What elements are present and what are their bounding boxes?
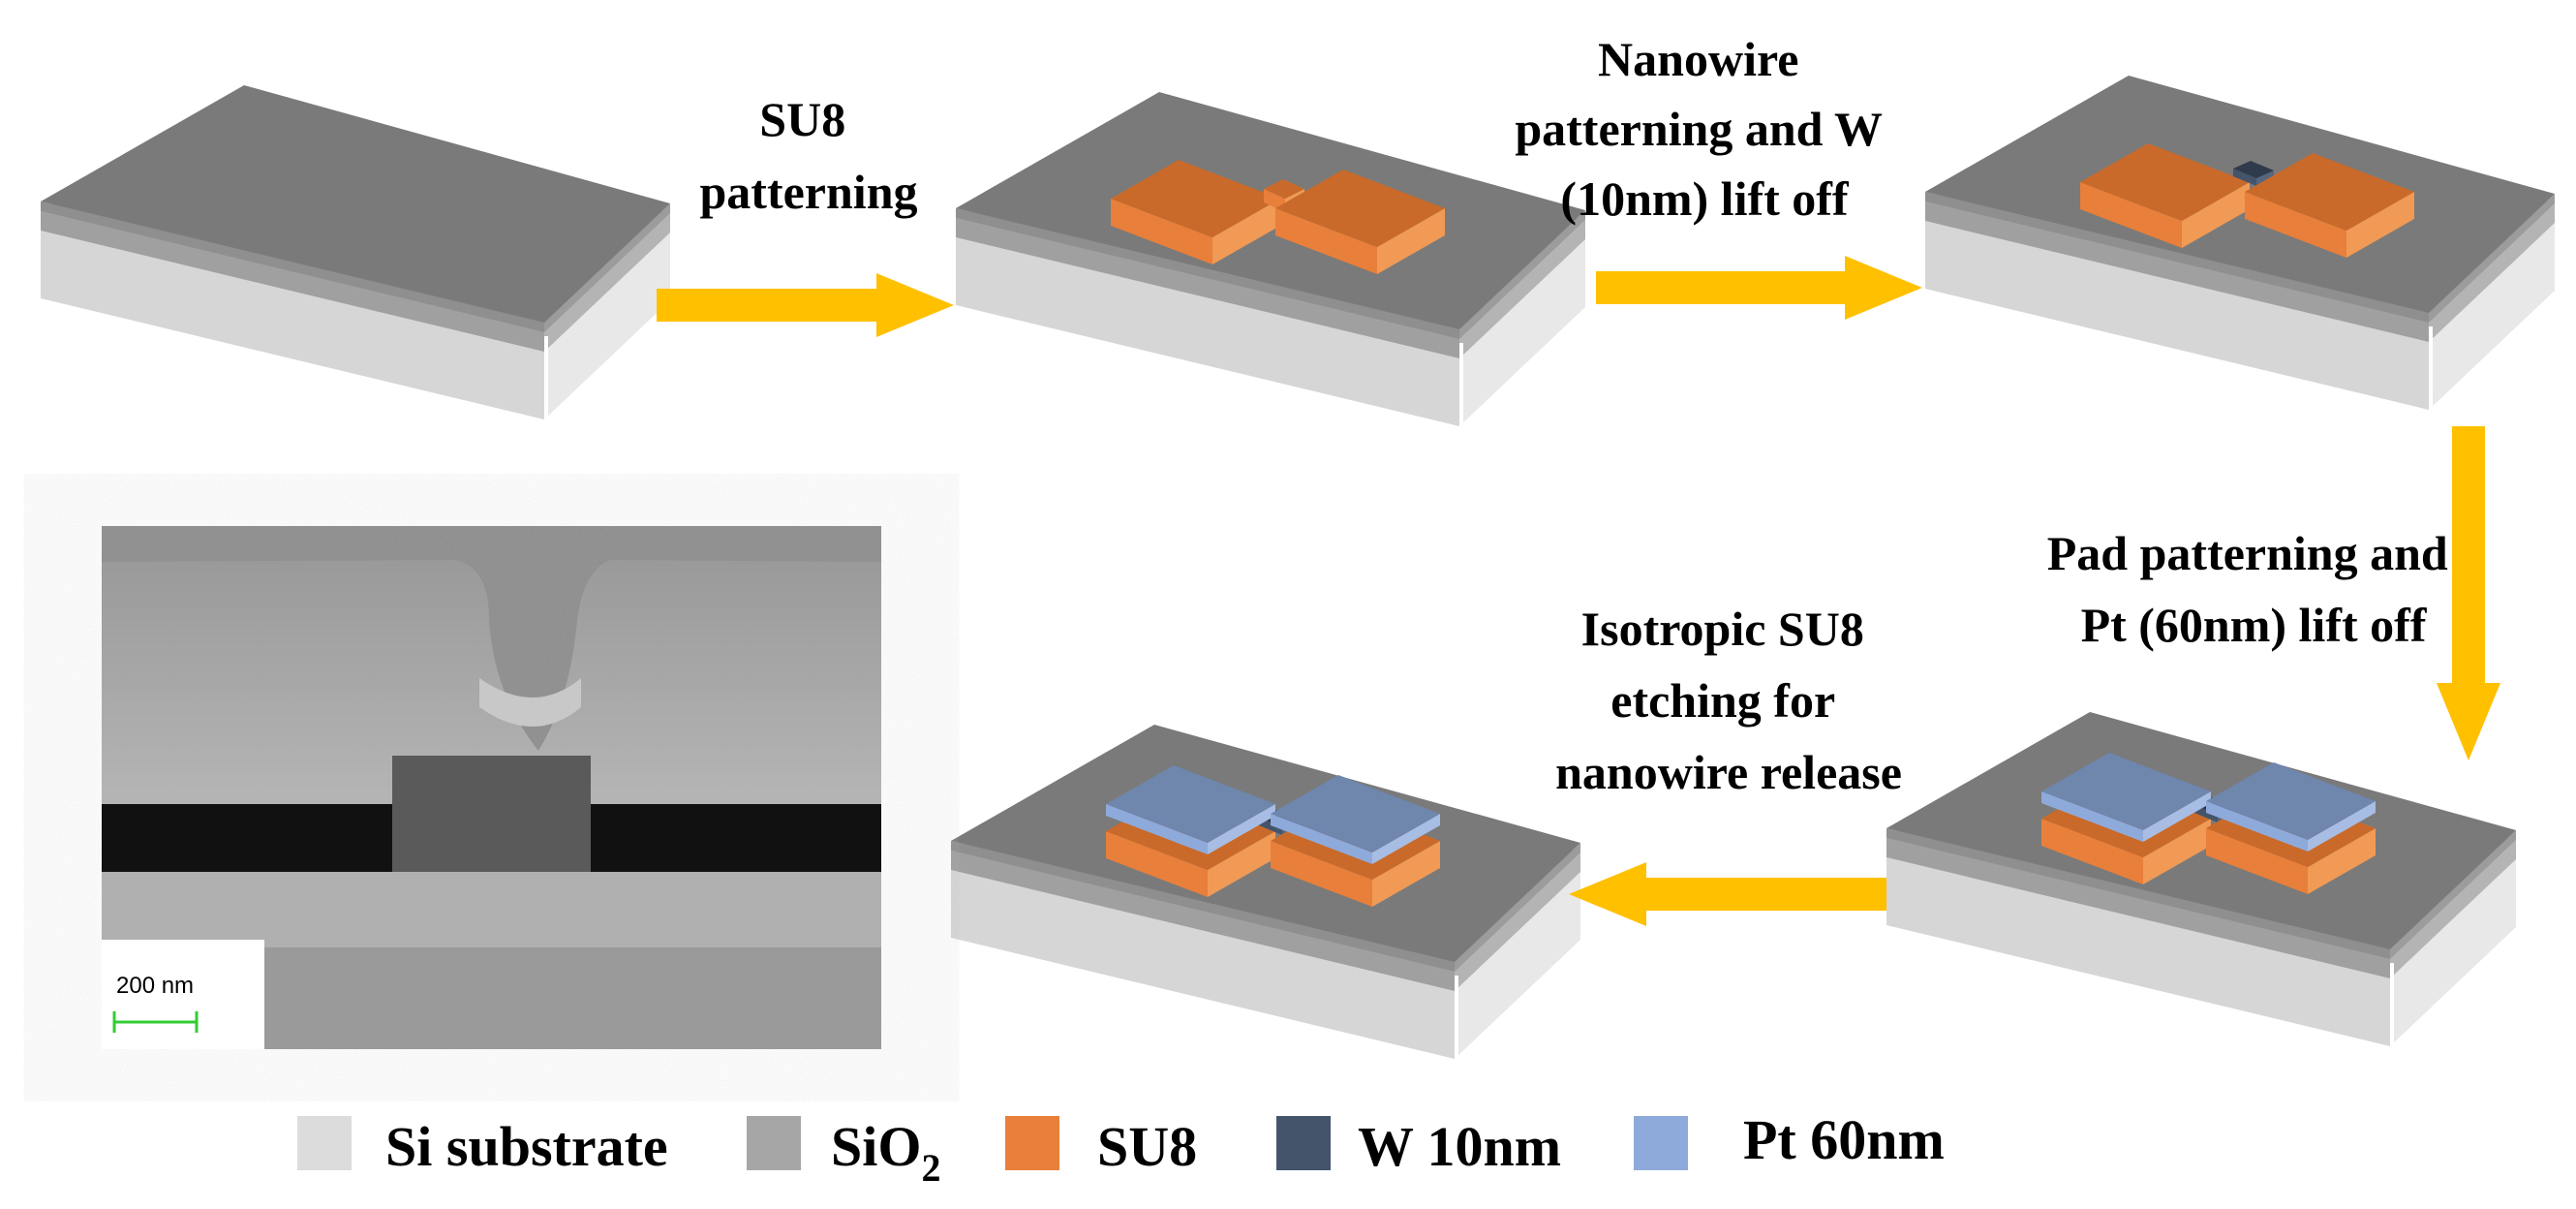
label-isotropic-etching: Isotropic SU8 etching for nanowire relea… bbox=[1555, 602, 1902, 799]
sem-nanowire bbox=[479, 678, 581, 727]
pt-pad-left bbox=[2041, 753, 2211, 842]
legend-label-si: Si substrate bbox=[385, 1115, 668, 1178]
wafer-step-2 bbox=[956, 92, 1585, 434]
wafer-step-1 bbox=[41, 85, 670, 427]
su8-pad-right bbox=[2245, 153, 2414, 258]
label-iso-line2: etching for bbox=[1610, 673, 1835, 728]
label-nw-line1: Nanowire bbox=[1598, 32, 1798, 86]
label-nw-line2: patterning and W bbox=[1515, 102, 1883, 156]
wafer-step-5 bbox=[1886, 712, 2516, 1054]
legend-swatch-sio2 bbox=[747, 1116, 801, 1170]
label-iso-line3: nanowire release bbox=[1555, 745, 1902, 799]
sem-undercut-right bbox=[591, 804, 881, 872]
arrow-step1 bbox=[657, 273, 954, 337]
legend-swatch-w bbox=[1276, 1116, 1331, 1170]
legend-label-sio2-main: SiO bbox=[831, 1115, 922, 1178]
su8-pad-left bbox=[1111, 160, 1280, 264]
legend-label-sio2-sub: 2 bbox=[922, 1146, 941, 1190]
wafer-step-3 bbox=[1925, 76, 2555, 418]
legend: Si substrate SiO2 SU8 W 10nm Pt 60nm bbox=[297, 1108, 1945, 1190]
legend-label-sio2: SiO2 bbox=[831, 1115, 941, 1190]
label-iso-line1: Isotropic SU8 bbox=[1581, 602, 1864, 656]
legend-label-su8: SU8 bbox=[1097, 1115, 1197, 1178]
sem-undercut-left bbox=[102, 804, 392, 872]
arrow-step4 bbox=[1569, 862, 1886, 926]
label-pad-line2: Pt (60nm) lift off bbox=[2081, 598, 2428, 652]
legend-label-pt: Pt 60nm bbox=[1743, 1108, 1945, 1171]
process-arrows bbox=[657, 256, 2500, 926]
legend-swatch-si bbox=[297, 1116, 352, 1170]
wafer-top bbox=[41, 85, 670, 332]
label-pad-patterning: Pad patterning and Pt (60nm) lift off bbox=[2047, 526, 2460, 652]
label-su8-patterning: SU8 patterning bbox=[700, 92, 918, 219]
label-su8-line1: SU8 bbox=[759, 92, 845, 146]
arrow-step3 bbox=[2437, 426, 2500, 760]
legend-swatch-su8 bbox=[1005, 1116, 1059, 1170]
legend-swatch-pt bbox=[1634, 1116, 1688, 1170]
pt-pad-left bbox=[1106, 765, 1275, 854]
label-nw-line3: (10nm) lift off bbox=[1560, 171, 1849, 226]
sem-scale-text: 200 nm bbox=[116, 973, 194, 999]
su8-pad-right bbox=[1275, 170, 1445, 274]
label-pad-line1: Pad patterning and bbox=[2047, 526, 2448, 580]
arrow-step2 bbox=[1596, 256, 1922, 320]
pt-pad-right bbox=[1271, 775, 1440, 864]
sem-substrate bbox=[102, 872, 881, 947]
sem-right-pad bbox=[528, 560, 881, 804]
label-nanowire-patterning: Nanowire patterning and W (10nm) lift of… bbox=[1515, 32, 1893, 226]
legend-label-w: W 10nm bbox=[1358, 1115, 1561, 1178]
w-nanowire bbox=[2233, 161, 2274, 186]
sem-left-pad bbox=[102, 560, 542, 804]
su8-pad-left bbox=[2080, 143, 2250, 248]
sem-gap bbox=[392, 756, 591, 872]
pt-pad-right bbox=[2206, 762, 2376, 852]
label-su8-line2: patterning bbox=[700, 165, 918, 219]
wafer-steps bbox=[41, 76, 2555, 1067]
sem-scale-box bbox=[102, 940, 264, 1049]
wafer-step-4 bbox=[951, 725, 1580, 1067]
sem-image: 200 nm bbox=[102, 526, 881, 1049]
